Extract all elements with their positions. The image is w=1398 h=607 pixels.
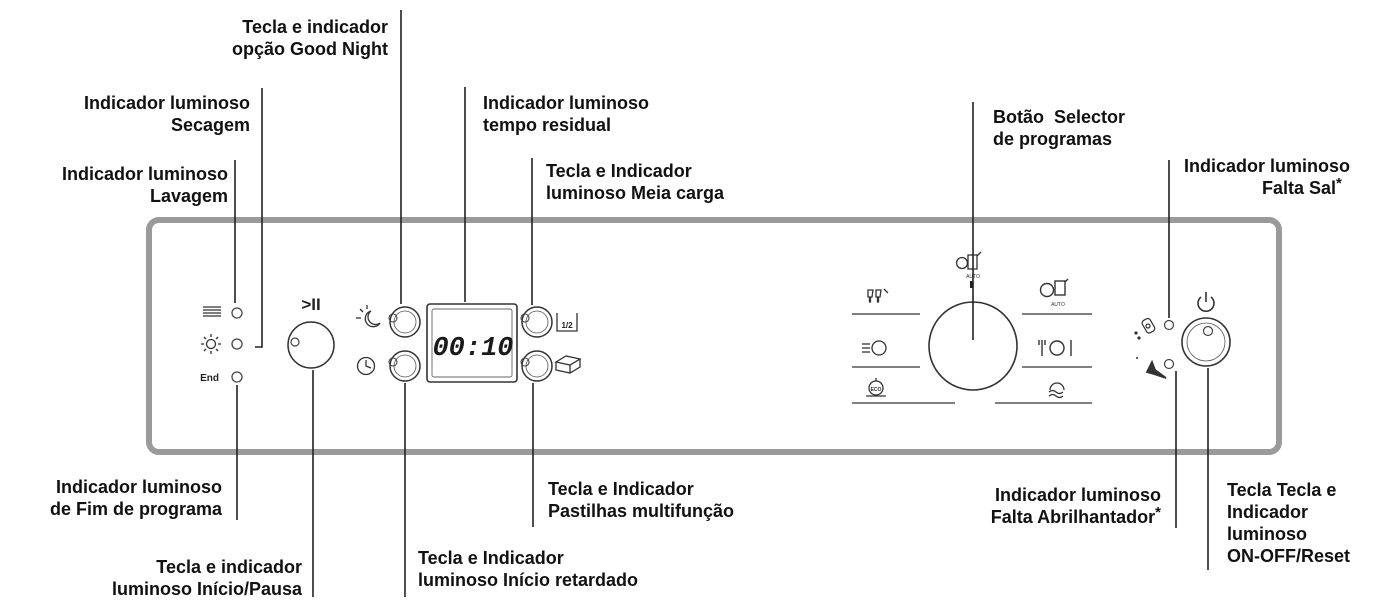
leader-secagem — [255, 88, 263, 348]
callout-falta-sal-line1: Indicador luminoso — [1184, 156, 1351, 176]
on-off-button[interactable] — [1181, 317, 1231, 367]
dry-icon — [201, 334, 221, 354]
wash-led — [231, 307, 243, 319]
rinse-aid-led — [1163, 358, 1175, 370]
callout-on-off-line2: Indicador — [1227, 502, 1309, 522]
callout-falta-sal-mark: * — [1336, 175, 1342, 192]
callout-falta-abrilhantador: Indicador luminoso Falta Abrilhantador* — [991, 484, 1161, 528]
time-display-window — [431, 308, 513, 378]
callout-good-night: Tecla e indicador opção Good Night — [232, 16, 388, 60]
control-panel-frame — [146, 217, 1282, 455]
callout-on-off-line4: ON-OFF/Reset — [1227, 546, 1351, 566]
power-icon — [1197, 292, 1215, 312]
callout-selector-line2: de programas — [993, 129, 1113, 149]
callout-falta-abrilhantador-line2-wrap: Falta Abrilhantador* — [990, 504, 1161, 528]
callout-selector: Botão Selector de programas — [993, 106, 1125, 150]
start-pause-symbol: >II — [301, 295, 320, 314]
remaining-time-readout: 00:10 — [432, 334, 513, 364]
half-load-label: 1/2 — [561, 321, 573, 330]
callout-lavagem-line1: Indicador luminoso — [61, 164, 228, 184]
time-display-frame — [426, 303, 518, 383]
intensive-program-icon — [1038, 340, 1072, 356]
tablet-icon — [554, 355, 582, 374]
callout-meia-carga: Tecla e Indicador luminoso Meia carga — [546, 160, 724, 204]
callout-tempo-residual-line2: tempo residual — [483, 115, 612, 135]
callout-on-off: Tecla Tecla e Indicador luminoso ON-OFF/… — [1227, 479, 1350, 567]
callout-selector-line1: Botão Selector — [993, 107, 1126, 127]
callout-inicio-retardado-line1: Tecla e Indicador — [418, 548, 564, 568]
half-load-icon — [556, 313, 578, 332]
callout-on-off-line1: Tecla Tecla e — [1227, 480, 1337, 500]
callout-fim-programa-line2: de Fim de programa — [49, 499, 222, 519]
callout-falta-abrilhantador-line1: Indicador luminoso — [994, 485, 1161, 505]
delay-start-icon — [356, 356, 376, 376]
callout-pastilhas: Tecla e Indicador Pastilhas multifunção — [548, 478, 734, 522]
on-off-button-inner — [1186, 322, 1226, 362]
callout-meia-carga-line1: Tecla e Indicador — [546, 161, 692, 181]
callout-tempo-residual: Indicador luminoso tempo residual — [483, 92, 649, 136]
quick-program-icon — [862, 340, 887, 356]
callout-fim-programa: Indicador luminoso de Fim de programa — [50, 476, 222, 520]
callout-pastilhas-line2: Pastilhas multifunção — [548, 501, 735, 521]
leader-lines — [234, 10, 1209, 597]
wash-icon — [203, 306, 221, 317]
salt-led — [1163, 319, 1175, 331]
eco-program-icon — [866, 378, 886, 397]
callout-meia-carga-line2: luminoso Meia carga — [546, 183, 725, 203]
half-load-led — [520, 313, 530, 323]
callout-falta-sal: Indicador luminoso Falta Sal* — [1184, 155, 1350, 199]
rinse-aid-icon — [1136, 357, 1167, 379]
callout-tempo-residual-line1: Indicador luminoso — [483, 93, 650, 113]
dry-led — [231, 338, 243, 350]
callout-inicio-pausa-line2: luminoso Início/Pausa — [111, 579, 302, 599]
good-night-icon — [356, 305, 381, 328]
auto-intensive-icon — [1039, 278, 1069, 298]
callout-secagem: Indicador luminoso Secagem — [84, 92, 250, 136]
callout-falta-abrilhantador-line2: Falta Abrilhantador — [990, 507, 1156, 527]
glass-program-icon — [867, 288, 889, 303]
callout-pastilhas-line1: Tecla e Indicador — [548, 479, 694, 499]
selector-marker — [970, 281, 973, 288]
callout-lavagem: Indicador luminoso Lavagem — [62, 163, 228, 207]
auto-label-right: AUTO — [1051, 302, 1065, 308]
delay-start-led — [388, 357, 398, 367]
end-label: End — [200, 373, 219, 384]
multi-tablet-led — [520, 357, 530, 367]
callout-falta-abrilhantador-mark: * — [1155, 504, 1161, 521]
auto-program-icon — [955, 251, 982, 270]
callout-falta-sal-line2-wrap: Falta Sal* — [1184, 175, 1350, 199]
good-night-led — [388, 313, 398, 323]
callout-inicio-retardado-line2: luminoso Início retardado — [418, 570, 639, 590]
end-led — [231, 371, 243, 383]
callout-falta-sal-line2: Falta Sal — [1262, 178, 1337, 198]
callout-on-off-line3: luminoso — [1227, 524, 1307, 544]
callout-good-night-line2: opção Good Night — [232, 39, 388, 59]
callout-fim-programa-line1: Indicador luminoso — [55, 477, 222, 497]
start-pause-button[interactable] — [287, 321, 335, 369]
callout-inicio-retardado: Tecla e Indicador luminoso Início retard… — [418, 547, 638, 591]
callout-good-night-line1: Tecla e indicador — [242, 17, 388, 37]
callout-secagem-line2: Secagem — [170, 115, 250, 135]
rinse-program-icon — [1048, 382, 1065, 399]
start-pause-led — [290, 337, 300, 347]
callout-inicio-pausa-line1: Tecla e indicador — [156, 557, 302, 577]
on-off-led — [1202, 325, 1214, 337]
callout-secagem-line1: Indicador luminoso — [83, 93, 250, 113]
eco-label: ECO — [871, 387, 882, 393]
salt-icon — [1134, 317, 1156, 340]
callout-lavagem-line2: Lavagem — [149, 186, 228, 206]
callout-inicio-pausa: Tecla e indicador luminoso Início/Pausa — [112, 556, 302, 600]
